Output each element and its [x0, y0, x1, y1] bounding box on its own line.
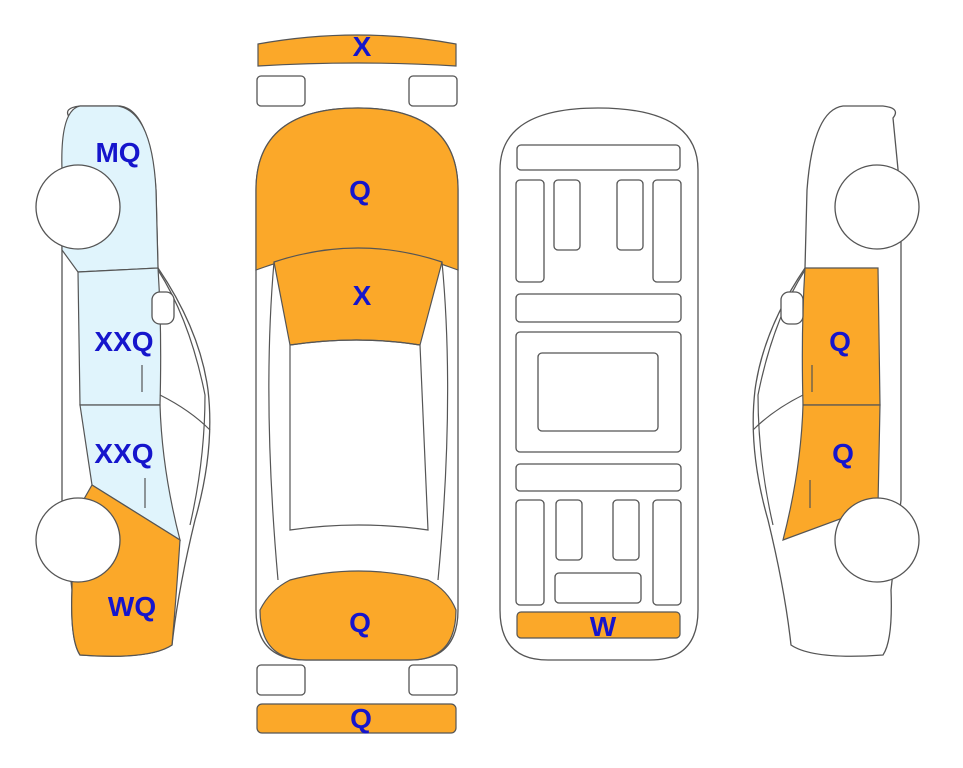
underbody-block-rf — [616, 179, 644, 251]
top-left-window-line — [268, 261, 279, 581]
underbody-rail-right-front — [652, 179, 682, 283]
top-right-window-line — [437, 261, 449, 581]
front-right-headlight — [408, 75, 458, 107]
rear-right-taillight — [408, 664, 458, 696]
left-side-window-line — [157, 269, 206, 526]
front-bumper-label: X — [353, 31, 372, 62]
underbody-block-lr — [555, 499, 583, 561]
underbody-view: W — [499, 107, 699, 661]
underbody-crossmember-rear — [515, 463, 682, 492]
hood-label: Q — [349, 175, 371, 206]
right-side-pillar — [752, 394, 804, 431]
right-front-door-label: Q — [829, 326, 851, 357]
rear-left-taillight — [256, 664, 306, 696]
underbody-block-lf — [553, 179, 581, 251]
front-bumper-panel[interactable] — [257, 34, 457, 67]
underbody-rear-label: W — [590, 611, 617, 642]
roof-outline — [289, 339, 429, 531]
underbody-rear-panel[interactable] — [516, 611, 681, 639]
left-side-pillar — [159, 394, 211, 431]
underbody-crossmember-mid — [515, 293, 682, 323]
right-front-wheel — [834, 164, 920, 250]
underbody-floor-center — [537, 352, 659, 432]
left-mirror — [151, 291, 175, 325]
right-mirror — [780, 291, 804, 325]
trunk-lid-panel[interactable] — [259, 570, 457, 661]
underbody-block-rr — [612, 499, 640, 561]
right-rear-door-label: Q — [832, 438, 854, 469]
underbody-rail-left-rear — [515, 499, 545, 606]
left-side-view: MQ XXQ XXQ WQ — [35, 105, 211, 657]
left-rear-wheel — [35, 497, 121, 583]
left-front-fender-label: MQ — [95, 137, 140, 168]
top-view: X Q X Q Q — [255, 31, 459, 734]
right-side-view: Q Q — [752, 105, 920, 657]
rear-bumper-label: Q — [350, 703, 372, 734]
left-front-wheel — [35, 164, 121, 250]
front-left-headlight — [256, 75, 306, 107]
underbody-rail-left-front — [515, 179, 545, 283]
left-rear-quarter-label: WQ — [108, 591, 156, 622]
underbody-spare-well — [554, 572, 642, 604]
right-rear-wheel — [834, 497, 920, 583]
windshield-label: X — [353, 280, 372, 311]
left-front-door-label: XXQ — [94, 326, 153, 357]
underbody-crossmember-front — [516, 144, 681, 171]
rear-bumper-panel[interactable] — [256, 703, 457, 734]
underbody-rail-right-rear — [652, 499, 682, 606]
left-rear-door-label: XXQ — [94, 438, 153, 469]
trunk-lid-label: Q — [349, 607, 371, 638]
